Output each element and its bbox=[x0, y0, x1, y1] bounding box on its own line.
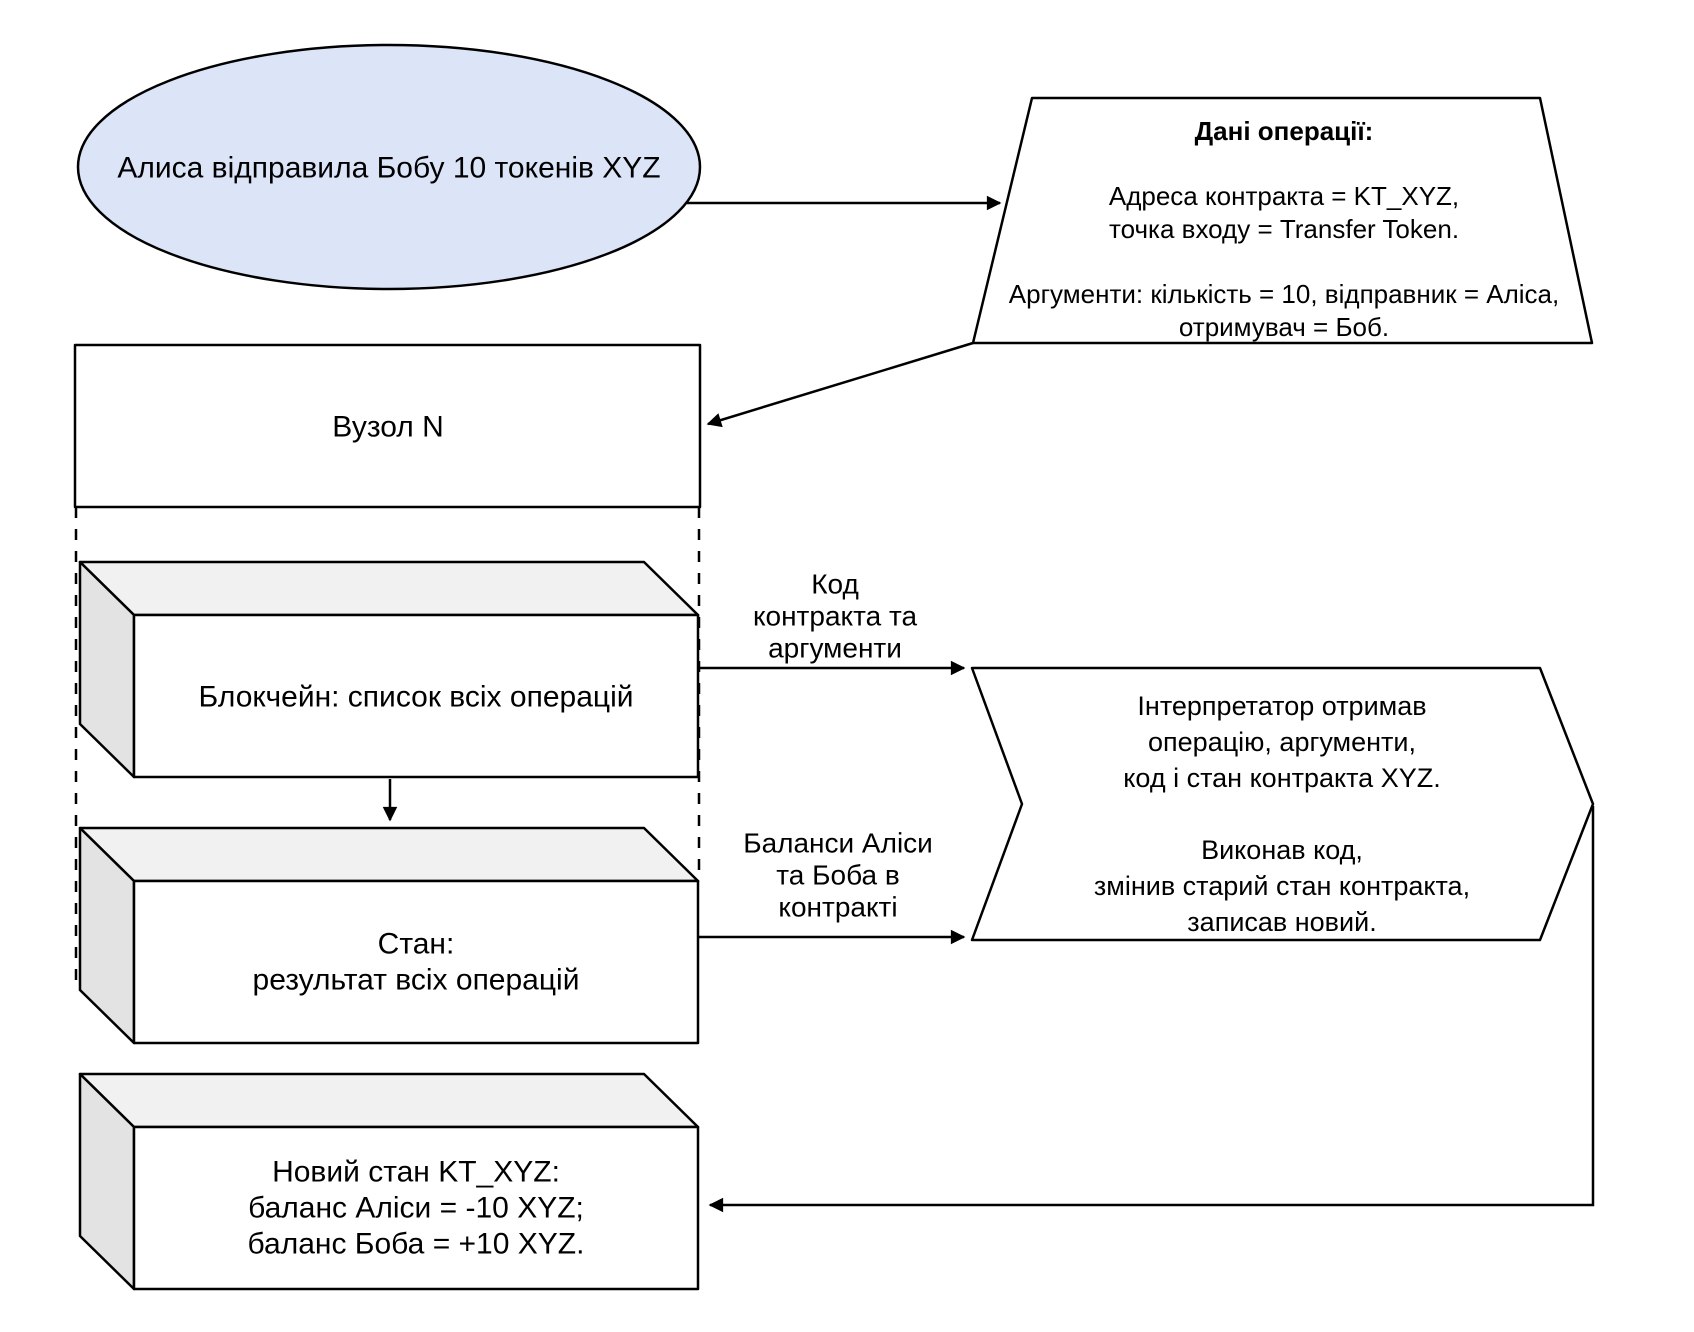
edge-label-balances-line: контракті bbox=[778, 892, 897, 923]
operation-data-line: точка входу = Transfer Token. bbox=[1109, 214, 1459, 244]
blockchain-box-top-face bbox=[78, 560, 700, 617]
interpreter-line: змінив старий стан контракта, bbox=[1094, 871, 1470, 901]
edge-label-code-line: Код bbox=[811, 569, 859, 600]
interpreter-node: Інтерпретатор отримав операцію, аргумент… bbox=[970, 666, 1595, 942]
interpreter-line: записав новий. bbox=[1187, 907, 1376, 937]
interpreter-line: Виконав код, bbox=[1201, 835, 1363, 865]
new-state-box-line: баланс Боба = +10 XYZ. bbox=[248, 1228, 585, 1261]
edge-label-code: Код контракта та аргументи bbox=[753, 569, 918, 664]
operation-data-title: Дані операції: bbox=[1195, 116, 1374, 146]
new-state-box-top-face bbox=[78, 1072, 700, 1129]
edge-label-code-line: контракта та bbox=[753, 601, 918, 632]
new-state-box-line: Новий стан KT_XYZ: bbox=[272, 1156, 560, 1189]
node-n-label: Вузол N bbox=[332, 411, 444, 444]
new-state-box-front-face bbox=[132, 1125, 700, 1291]
edge-interpreter-to-new-state bbox=[708, 806, 1595, 1213]
blockchain-box-front-face bbox=[132, 613, 700, 779]
operation-data-node: Дані операції: Адреса контракта = KT_XYZ… bbox=[971, 96, 1594, 345]
node-n-rect bbox=[73, 343, 702, 509]
edge-label-code-line: аргументи bbox=[768, 633, 902, 664]
edge-label-balances-line: Баланси Аліси bbox=[743, 828, 933, 859]
operation-data-line: отримувач = Боб. bbox=[1179, 312, 1389, 342]
state-box-top-face bbox=[78, 826, 700, 883]
edge-operation-to-node bbox=[706, 341, 974, 428]
blockchain-box: Блокчейн: список всіх операцій bbox=[78, 560, 700, 779]
interpreter-line: Інтерпретатор отримав bbox=[1137, 691, 1426, 721]
blockchain-box-label: Блокчейн: список всіх операцій bbox=[199, 681, 634, 714]
start-event-ellipse bbox=[76, 43, 702, 291]
edge-label-balances-line: та Боба в bbox=[776, 860, 899, 891]
interpreter-line: код і стан контракта XYZ. bbox=[1123, 763, 1440, 793]
new-state-box-line: баланс Аліси = -10 XYZ; bbox=[248, 1192, 584, 1225]
state-box-line: Стан: bbox=[378, 928, 455, 961]
state-box-line: результат всіх операцій bbox=[253, 964, 580, 997]
interpreter-chevron bbox=[970, 666, 1595, 942]
start-event-label: Алиса відправила Бобу 10 токенів XYZ bbox=[117, 152, 660, 185]
start-event-node: Алиса відправила Бобу 10 токенів XYZ bbox=[76, 43, 702, 291]
operation-data-line: Адреса контракта = KT_XYZ, bbox=[1109, 181, 1459, 211]
operation-data-trapezoid bbox=[971, 96, 1594, 345]
node-n: Вузол N bbox=[73, 343, 702, 509]
state-box: Стан: результат всіх операцій bbox=[78, 826, 700, 1045]
new-state-box: Новий стан KT_XYZ: баланс Аліси = -10 XY… bbox=[78, 1072, 700, 1291]
interpreter-line: операцію, аргументи, bbox=[1148, 727, 1416, 757]
state-box-front-face bbox=[132, 879, 700, 1045]
operation-data-line: Аргументи: кількість = 10, відправник = … bbox=[1009, 279, 1559, 309]
edge-label-balances: Баланси Аліси та Боба в контракті bbox=[743, 828, 933, 923]
